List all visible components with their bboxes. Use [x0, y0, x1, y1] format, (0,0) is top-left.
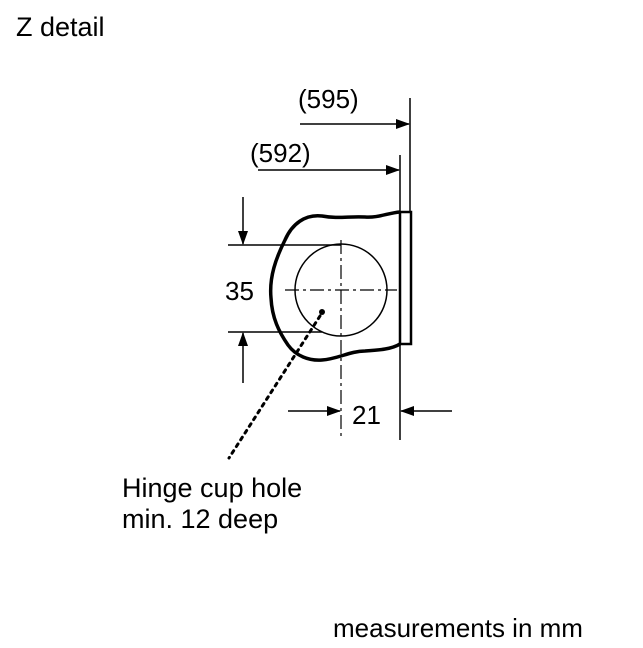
hole-offset-label: 35: [225, 276, 254, 306]
cabinet-side-panel: [398, 210, 413, 346]
inner-dimension-label: (592): [250, 138, 311, 168]
callout-line-2: min. 12 deep: [122, 504, 278, 534]
diagram-title: Z detail: [16, 12, 105, 42]
units-note: measurements in mm: [333, 613, 583, 643]
door-section-outline: [268, 210, 401, 362]
callout-point: [319, 309, 325, 315]
callout-line-1: Hinge cup hole: [122, 473, 302, 503]
callout-leader: [227, 314, 322, 460]
edge-distance-label: 21: [352, 400, 381, 430]
outer-dimension-label: (595): [298, 84, 359, 114]
